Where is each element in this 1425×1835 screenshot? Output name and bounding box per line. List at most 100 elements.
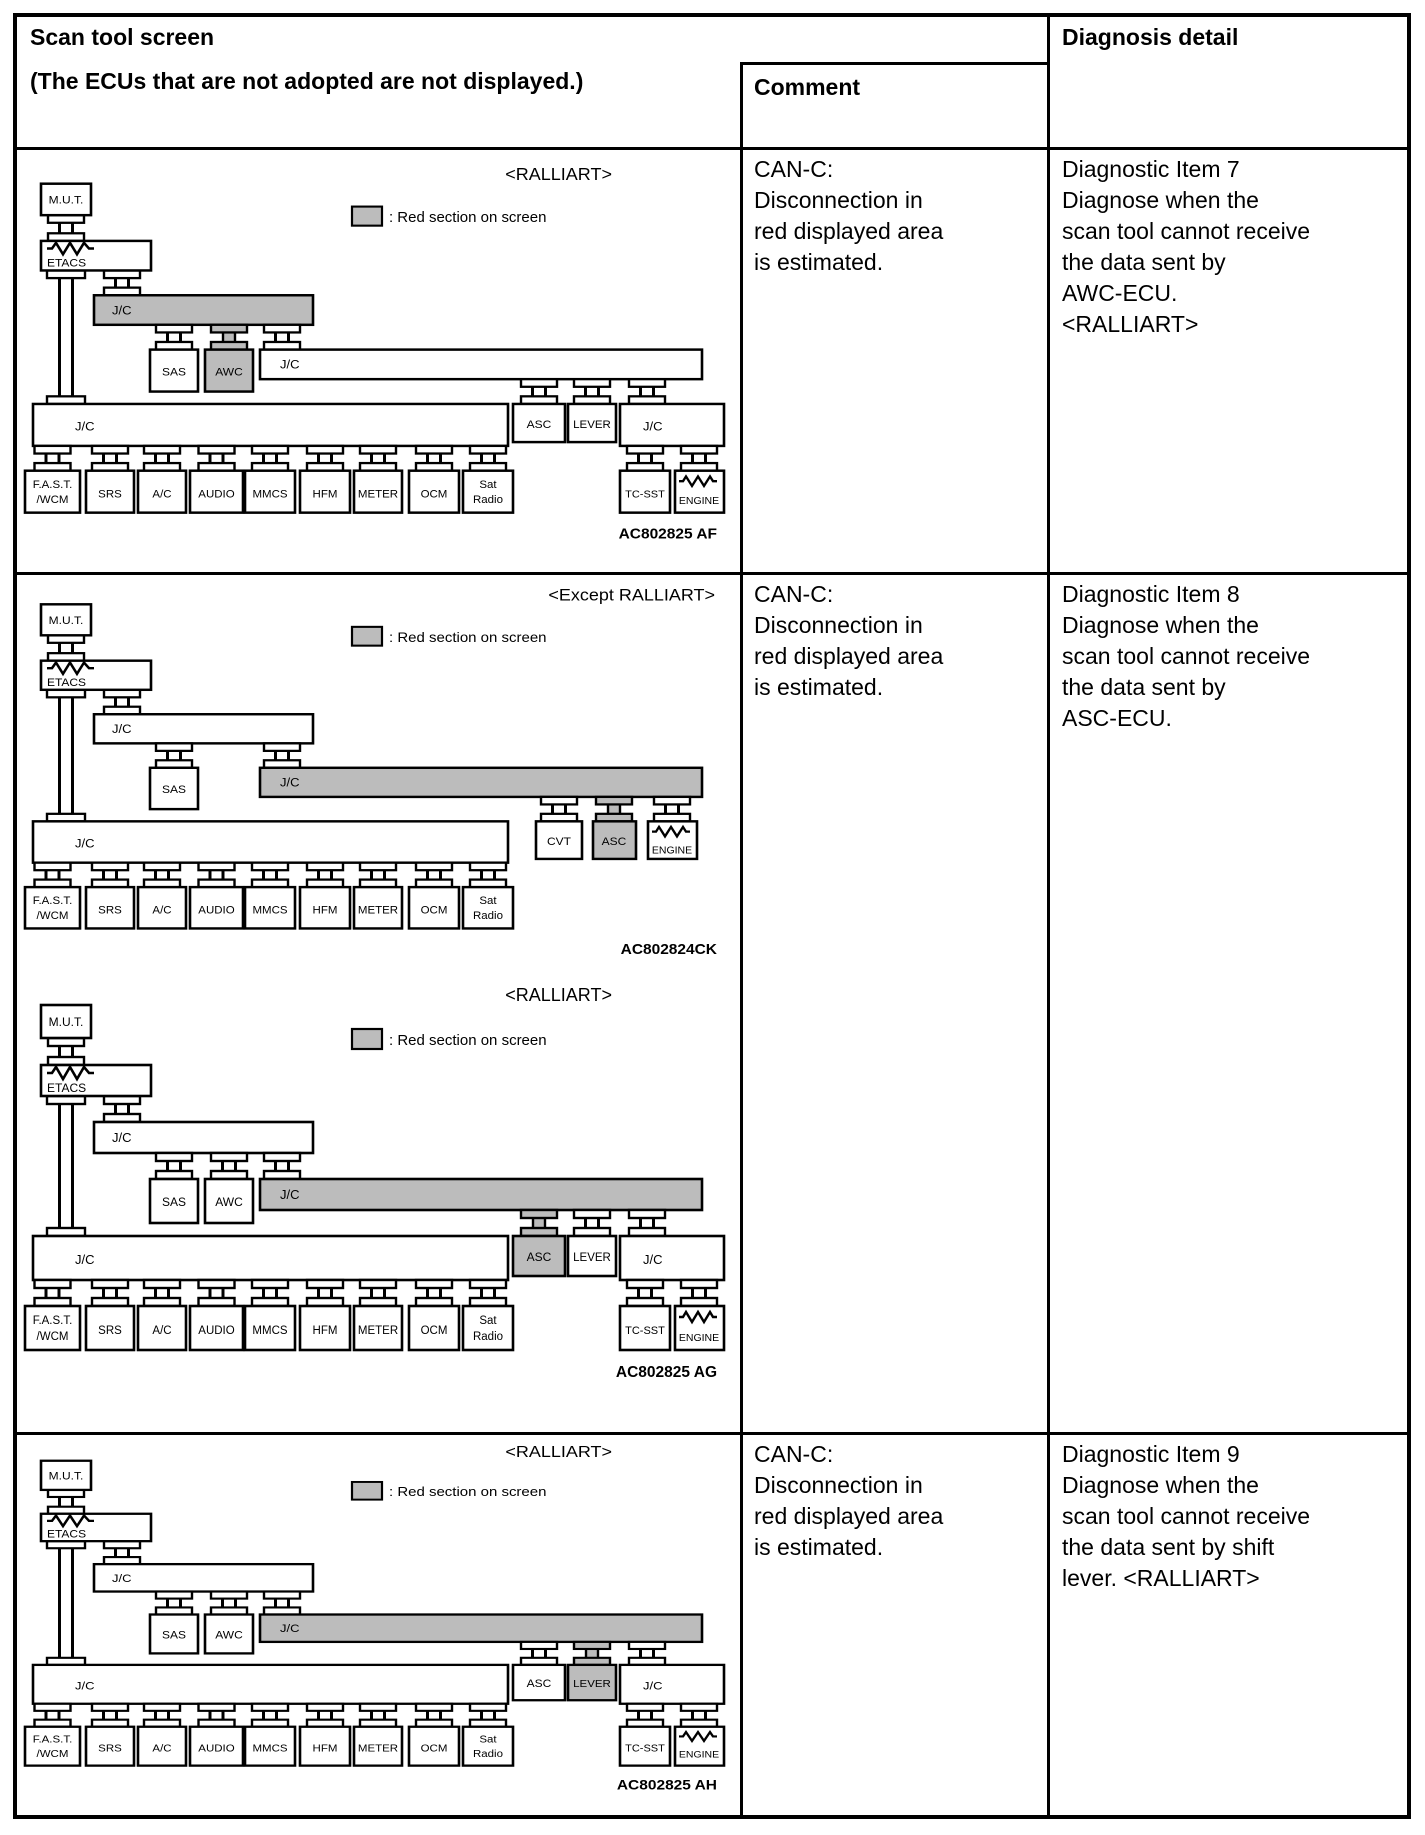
legend-label: : Red section on screen [389, 1484, 546, 1499]
connector-lip [358, 1278, 398, 1290]
can-bus-diagram-ralliart-awc: <RALLIART>: Red section on screenM.U.T.E… [23, 164, 726, 543]
box-mmcs [243, 1725, 297, 1767]
connector-lip [625, 1278, 665, 1290]
connector-lip [33, 861, 72, 872]
header-bottom-border [13, 147, 1411, 150]
legend-swatch [350, 205, 384, 227]
label: M.U.T. [49, 1015, 84, 1029]
variant-tag: <RALLIART> [505, 985, 612, 1005]
box-upper-jc [92, 1562, 315, 1593]
connector-lip [197, 1278, 236, 1290]
box-ac [136, 469, 188, 514]
label: SRS [98, 489, 122, 501]
label: F.A.S.T. [33, 1734, 73, 1745]
label: AUDIO [198, 905, 235, 917]
box-fastwcm [23, 1304, 82, 1352]
connector-lip [627, 1640, 667, 1651]
label: F.A.S.T. [33, 1315, 73, 1327]
label: Radio [473, 910, 503, 922]
label: ETACS [47, 257, 86, 270]
box-right-jc [618, 1234, 726, 1282]
connector-lip [33, 1702, 72, 1712]
row1-bottom-border [13, 572, 1411, 575]
box-bus-jc [258, 766, 704, 799]
box-satradio [461, 1725, 515, 1767]
resistor-icon [679, 474, 717, 489]
box-mut [39, 603, 93, 637]
label: J/C [643, 1252, 663, 1267]
label: J/C [643, 1679, 663, 1692]
box-audio [188, 885, 245, 930]
label: A/C [152, 1743, 171, 1754]
box-srs [84, 885, 136, 930]
figure-code: AC802825 AF [619, 526, 717, 543]
row3-comment: CAN-C: Disconnection in red displayed ar… [754, 1441, 944, 1560]
box-lever [566, 1234, 618, 1278]
label: ASC [527, 1679, 552, 1690]
variant-tag: <Except RALLIART> [548, 585, 715, 604]
box-ocm [407, 1304, 461, 1352]
label: AWC [215, 366, 243, 379]
connector-lip [262, 742, 302, 753]
connector-lip [250, 1702, 290, 1712]
label: F.A.S.T. [33, 479, 73, 491]
connector-lip [519, 1208, 559, 1220]
diagnosis-detail-header: Diagnosis detail [1062, 24, 1239, 50]
label: J/C [112, 1572, 132, 1585]
figure-code: AC802824CK [621, 941, 718, 957]
label: HFM [313, 1743, 338, 1754]
label: M.U.T. [49, 194, 84, 207]
label: /WCM [37, 910, 69, 922]
box-fastwcm [23, 469, 82, 514]
label: J/C [280, 1187, 300, 1202]
label: SAS [162, 783, 186, 796]
connector-lip [679, 444, 719, 455]
legend-label: : Red section on screen [389, 630, 547, 645]
box-lower-jc [31, 820, 510, 864]
box-satradio [461, 885, 515, 930]
label: TC-SST [625, 1744, 665, 1754]
connector-lip [305, 1702, 345, 1712]
connector-lip [197, 1702, 236, 1712]
box-asc [511, 1663, 567, 1702]
label: HFM [313, 489, 338, 501]
connector-lip [305, 1278, 345, 1290]
connector-lip [250, 1278, 290, 1290]
connector-lip [262, 1151, 302, 1163]
label: LEVER [573, 1252, 611, 1264]
connector-lip [305, 861, 345, 872]
box-bus-jc [258, 1177, 704, 1212]
label: J/C [280, 776, 300, 790]
label: A/C [152, 1325, 171, 1337]
can-bus-diagram-ralliart-lever: <RALLIART>: Red section on screenM.U.T.E… [23, 1443, 726, 1793]
box-right-jc [618, 402, 726, 448]
label: Sat [479, 1734, 496, 1745]
label: J/C [643, 420, 662, 434]
box-ocm [407, 1725, 461, 1767]
box-tcsst [618, 469, 672, 514]
box-audio [188, 469, 245, 514]
box-meter [352, 1304, 404, 1352]
label: MMCS [252, 905, 287, 917]
connector-lip [209, 323, 249, 334]
label: Radio [473, 1748, 503, 1759]
label: /WCM [37, 1748, 69, 1759]
connector-lip [142, 1278, 182, 1290]
box-mut [39, 1459, 93, 1492]
box-awc [203, 348, 255, 393]
resistor-icon [679, 1729, 717, 1743]
connector-lip [142, 861, 182, 872]
connector-lip [209, 1590, 249, 1600]
label: M.U.T. [49, 614, 84, 627]
scan-tool-screen-note: (The ECUs that are not adopted are not d… [30, 68, 584, 94]
connector-lip [358, 444, 398, 455]
label: J/C [75, 1679, 95, 1692]
box-sas [148, 766, 200, 811]
connector-lip [594, 795, 634, 806]
label: J/C [75, 1252, 95, 1267]
box-sas [148, 1613, 200, 1655]
label: OCM [421, 1743, 448, 1754]
label: AUDIO [198, 489, 235, 501]
box-tcsst [618, 1725, 672, 1767]
connector-lip [154, 742, 194, 753]
